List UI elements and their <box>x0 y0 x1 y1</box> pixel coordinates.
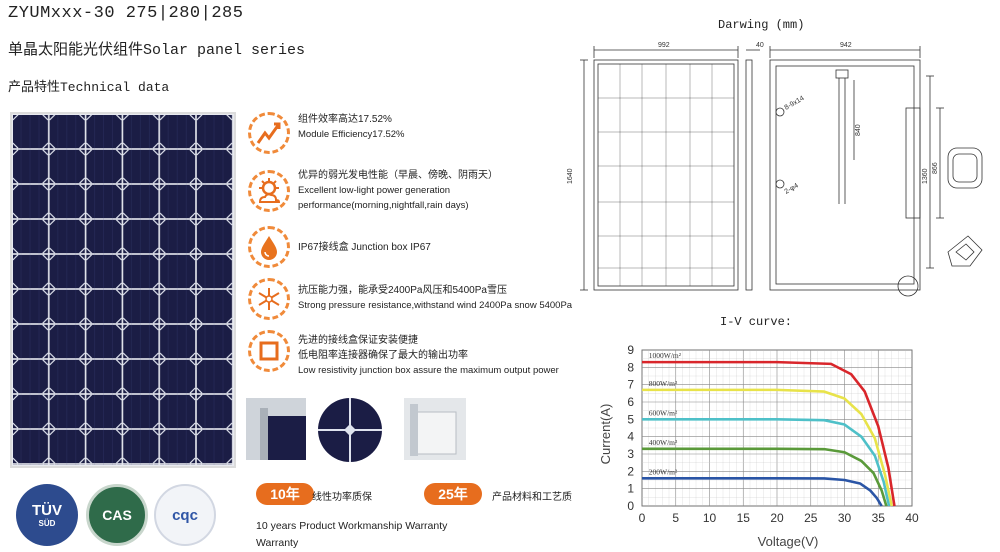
warranty-en-line2: Warranty <box>256 537 299 549</box>
feature-junction-box <box>248 330 290 372</box>
dim-width: 992 <box>658 42 670 49</box>
dim-thick: 40 <box>756 42 764 49</box>
water-drop-icon <box>248 226 290 268</box>
feature-5-cn2: 低电阻率连接器确保了最大的输出功率 <box>298 350 468 361</box>
cqc-logo: cqc <box>154 484 216 546</box>
warranty-en-line1: 10 years Product Workmanship Warranty <box>256 520 448 532</box>
feature-5-en: Low resistivity junction box assure the … <box>298 365 559 376</box>
x-tick-label: 5 <box>672 511 679 525</box>
cell-detail-image <box>318 398 382 462</box>
iv-curve-chart: 0 5 10 15 20 25 30 35 40 0 1 2 3 4 5 6 7 8 9 1000W/m² 800W/… <box>598 343 919 549</box>
feature-2-en: Excellent low-light power generation <box>298 185 451 196</box>
series-label: 400W/m² <box>649 438 678 447</box>
series-label: 800W/m² <box>649 379 678 388</box>
x-tick-label: 0 <box>639 511 646 525</box>
product-subtitle: 单晶太阳能光伏组件Solar panel series <box>8 42 306 59</box>
cas-logo-text: CAS <box>102 507 132 523</box>
feature-4-cn: 抗压能力强，能承受2400Pa风压和5400Pa雪压 <box>298 285 507 296</box>
y-tick-label: 6 <box>627 395 634 409</box>
sun-cloud-icon <box>248 170 290 212</box>
tuv-logo-sub: SÜD <box>38 519 56 528</box>
panel-cells <box>12 114 234 466</box>
feature-5-cn: 先进的接线盒保证安装便捷 <box>298 335 418 346</box>
feature-4-en: Strong pressure resistance,withstand win… <box>298 300 573 311</box>
snowflake-icon <box>248 278 290 320</box>
warranty-25-label: 产品材料和工艺质 <box>492 492 572 503</box>
drawing-title: Darwing (mm) <box>718 18 805 32</box>
feature-3-cn: IP67接线盒 Junction box IP67 <box>298 242 431 253</box>
dim-inner: 840 <box>855 124 862 136</box>
tuv-logo-text: TÜV <box>32 502 62 519</box>
y-tick-label: 4 <box>627 430 634 444</box>
back-view <box>769 46 944 297</box>
y-tick-label: 2 <box>627 464 634 478</box>
efficiency-icon <box>248 112 290 154</box>
product-title: ZYUMxxx-30 275|280|285 <box>8 4 244 23</box>
tuv-logo: TÜV SÜD <box>16 484 78 546</box>
series-line <box>642 360 896 507</box>
series-line <box>642 476 883 507</box>
feature-efficiency <box>248 112 290 154</box>
series-label: 200W/m² <box>649 467 678 476</box>
iv-curve-title: I-V curve: <box>720 315 793 329</box>
dim-side-width: 942 <box>840 42 852 49</box>
frame-detail-image <box>246 398 306 460</box>
dim-h1: 1360 <box>922 168 929 184</box>
y-axis-label: Current(A) <box>598 404 613 465</box>
backsheet-detail-image <box>404 398 466 460</box>
x-tick-label: 15 <box>737 511 751 525</box>
detail-views <box>947 147 983 267</box>
x-tick-label: 25 <box>804 511 818 525</box>
cqc-logo-text: cqc <box>172 506 198 524</box>
dim-h2: 866 <box>932 162 939 174</box>
feature-1-cn: 组件效率高达17.52% <box>298 114 392 125</box>
solar-panel-image <box>10 112 236 468</box>
warranty-25-badge: 25年 <box>424 483 482 505</box>
feature-2-cn: 优异的弱光发电性能（早晨、傍晚、阴雨天） <box>298 170 498 181</box>
y-tick-label: 8 <box>627 360 634 374</box>
y-tick-label: 9 <box>627 343 634 357</box>
dim-hole1: 8-9x14 <box>784 95 806 112</box>
warranty-10-badge: 10年 <box>256 483 314 505</box>
section-title: 产品特性Technical data <box>8 80 170 95</box>
series-line <box>642 388 894 507</box>
x-axis-label: Voltage(V) <box>758 534 819 549</box>
cas-logo: CAS <box>86 484 148 546</box>
x-tick-label: 10 <box>703 511 717 525</box>
feature-pressure <box>248 278 290 320</box>
series-line <box>642 447 888 507</box>
y-tick-label: 7 <box>627 378 634 392</box>
feature-1-en: Module Efficiency17.52% <box>298 129 405 140</box>
junction-box-icon <box>248 330 290 372</box>
dim-hole2: 2-φ4 <box>784 182 800 195</box>
feature-low-light <box>248 170 290 212</box>
feature-ip67 <box>248 226 290 268</box>
series-label: 600W/m² <box>649 408 678 417</box>
dim-height: 1640 <box>567 168 574 184</box>
x-tick-label: 35 <box>872 511 886 525</box>
technical-drawing: 992 40 1640 942 840 1360 866 8-9x14 2-φ4 <box>567 42 983 297</box>
x-tick-label: 30 <box>838 511 852 525</box>
y-tick-label: 1 <box>627 482 634 496</box>
y-tick-label: 3 <box>627 447 634 461</box>
y-tick-label: 0 <box>627 499 634 513</box>
y-tick-label: 5 <box>627 412 634 426</box>
warranty-10-label: 线性功率质保 <box>312 492 372 503</box>
series-line <box>642 418 891 507</box>
series-label: 1000W/m² <box>649 351 682 360</box>
feature-2-en2: performance(morning,nightfall,rain days) <box>298 200 469 211</box>
x-tick-label: 20 <box>770 511 784 525</box>
x-tick-label: 40 <box>905 511 919 525</box>
front-view <box>580 46 760 291</box>
